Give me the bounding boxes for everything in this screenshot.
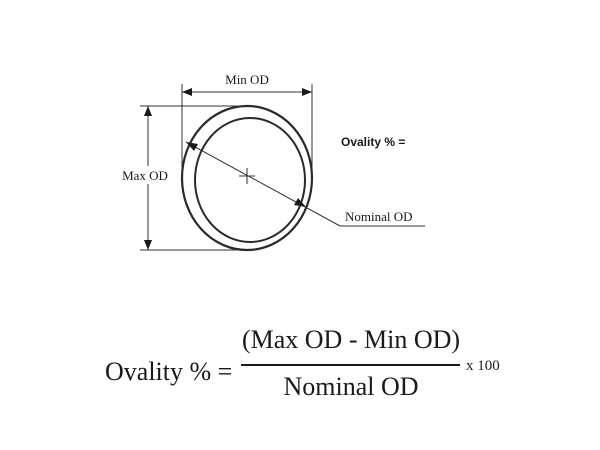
nominal-od-start-arrow-icon <box>186 142 198 151</box>
nominal-od-dimension <box>185 141 425 227</box>
nominal-od-end-arrow-icon <box>294 198 306 207</box>
min-od-label: Min OD <box>225 72 269 87</box>
min-od-dimension <box>181 84 313 170</box>
max-od-top-arrow-icon <box>144 106 152 116</box>
formula-multiplier: x 100 <box>466 358 500 374</box>
pipe-outer-ring <box>180 104 314 252</box>
formula-numerator: (Max OD - Min OD) <box>242 325 460 354</box>
max-od-bottom-arrow-icon <box>144 240 152 250</box>
min-od-right-arrow-icon <box>302 88 312 96</box>
formula-lhs: Ovality % = <box>105 357 232 386</box>
ovality-formula: Ovality % = (Max OD - Min OD) Nominal OD… <box>105 325 500 401</box>
max-od-label: Max OD <box>122 168 168 183</box>
center-crosshair-icon <box>239 168 255 184</box>
min-od-left-arrow-icon <box>182 88 192 96</box>
nominal-od-label: Nominal OD <box>345 209 413 224</box>
pipe-inner-ring <box>194 117 306 243</box>
ovality-heading: Ovality % = <box>341 135 405 149</box>
formula-denominator: Nominal OD <box>283 372 418 401</box>
